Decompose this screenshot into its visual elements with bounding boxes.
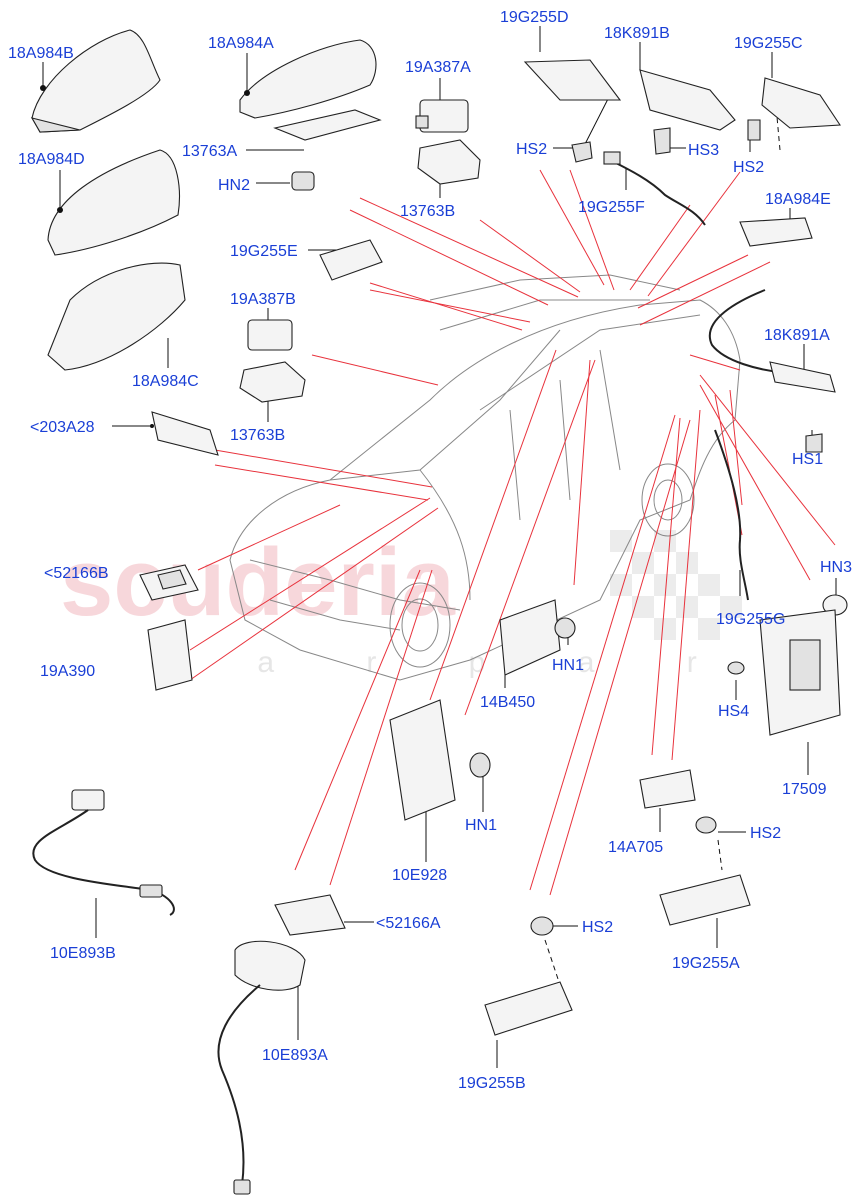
label-HS3: HS3 <box>688 142 719 159</box>
label-HS2-low: HS2 <box>582 919 613 936</box>
part-screw-HS4 <box>727 661 745 675</box>
part-harness-19G255G <box>714 429 749 601</box>
part-bracket-14A705 <box>639 769 696 809</box>
part-module-10E928 <box>389 699 491 821</box>
label-14A705: 14A705 <box>608 839 663 856</box>
label-HS2-top: HS2 <box>516 141 547 158</box>
part-screw-HS2-low <box>530 916 554 936</box>
part-sensor-203A28 <box>150 411 219 456</box>
part-module-19A387B <box>247 319 293 351</box>
part-antenna-18A984A <box>239 39 382 191</box>
label-13763B-mid: 13763B <box>230 427 285 444</box>
part-antenna-18A984E <box>739 217 813 247</box>
part-module-19G255B <box>484 981 573 1036</box>
label-HS2-right: HS2 <box>733 159 764 176</box>
black-leaders <box>42 26 837 1068</box>
label-19G255C: 19G255C <box>734 35 803 52</box>
label-HN3: HN3 <box>820 559 852 576</box>
label-52166B: <52166B <box>44 565 109 582</box>
label-18A984A: 18A984A <box>208 35 274 52</box>
label-18A984C: 18A984C <box>132 373 199 390</box>
label-17509: 17509 <box>782 781 827 798</box>
part-module-19G255C <box>747 77 841 141</box>
label-18A984E: 18A984E <box>765 191 831 208</box>
label-HS1: HS1 <box>792 451 823 468</box>
label-HS2-lowright: HS2 <box>750 825 781 842</box>
part-module-17509 <box>759 609 841 736</box>
label-10E893B: 10E893B <box>50 945 116 962</box>
part-connector-19A390 <box>147 619 193 691</box>
part-shark-fin-18A984B <box>30 29 161 133</box>
part-bracket-13763B-top <box>417 139 481 185</box>
part-bracket-13763B-mid <box>239 361 306 403</box>
label-10E928: 10E928 <box>392 867 447 884</box>
part-module-18K891A <box>708 289 836 453</box>
label-14B450: 14B450 <box>480 694 535 711</box>
label-19G255F: 19G255F <box>578 199 645 216</box>
part-antenna-18A984D <box>47 149 186 371</box>
label-19G255E: 19G255E <box>230 243 298 260</box>
label-19G255D: 19G255D <box>500 9 569 26</box>
label-18K891A: 18K891A <box>764 327 830 344</box>
red-leaders <box>189 169 836 896</box>
part-cover-52166A <box>274 894 346 936</box>
part-antenna-10E893B <box>32 789 175 916</box>
part-module-19G255E <box>319 239 383 281</box>
label-18K891B: 18K891B <box>604 25 670 42</box>
part-antenna-10E893A <box>217 940 306 1195</box>
part-screw-HS2-lowright <box>695 816 717 834</box>
label-HS4: HS4 <box>718 703 749 720</box>
label-19A387A: 19A387A <box>405 59 471 76</box>
label-18A984B: 18A984B <box>8 45 74 62</box>
part-cover-52166B <box>139 564 199 601</box>
part-module-19A387A <box>415 99 469 133</box>
label-13763A: 13763A <box>182 143 237 160</box>
label-13763B-top: 13763B <box>400 203 455 220</box>
label-HN1-mid: HN1 <box>552 657 584 674</box>
label-203A28: <203A28 <box>30 419 95 436</box>
label-HN1-low: HN1 <box>465 817 497 834</box>
part-module-14B450 <box>499 599 576 676</box>
watermark-brand: scuderia <box>60 529 455 636</box>
label-19G255G: 19G255G <box>716 611 785 628</box>
part-module-19G255D <box>523 59 622 163</box>
label-19A390: 19A390 <box>40 663 95 680</box>
label-19G255A: 19G255A <box>672 955 740 972</box>
label-HN2: HN2 <box>218 177 250 194</box>
label-52166A: <52166A <box>376 915 441 932</box>
label-19A387B: 19A387B <box>230 291 296 308</box>
part-module-19G255A <box>659 874 751 926</box>
label-18A984D: 18A984D <box>18 151 85 168</box>
part-harness-19G255F <box>603 151 706 226</box>
part-labels: 18A984B 18A984A 19A387A 13763A HN2 13763… <box>8 9 852 1092</box>
label-19G255B: 19G255B <box>458 1075 526 1092</box>
part-module-18K891B <box>639 69 736 155</box>
label-10E893A: 10E893A <box>262 1047 328 1064</box>
